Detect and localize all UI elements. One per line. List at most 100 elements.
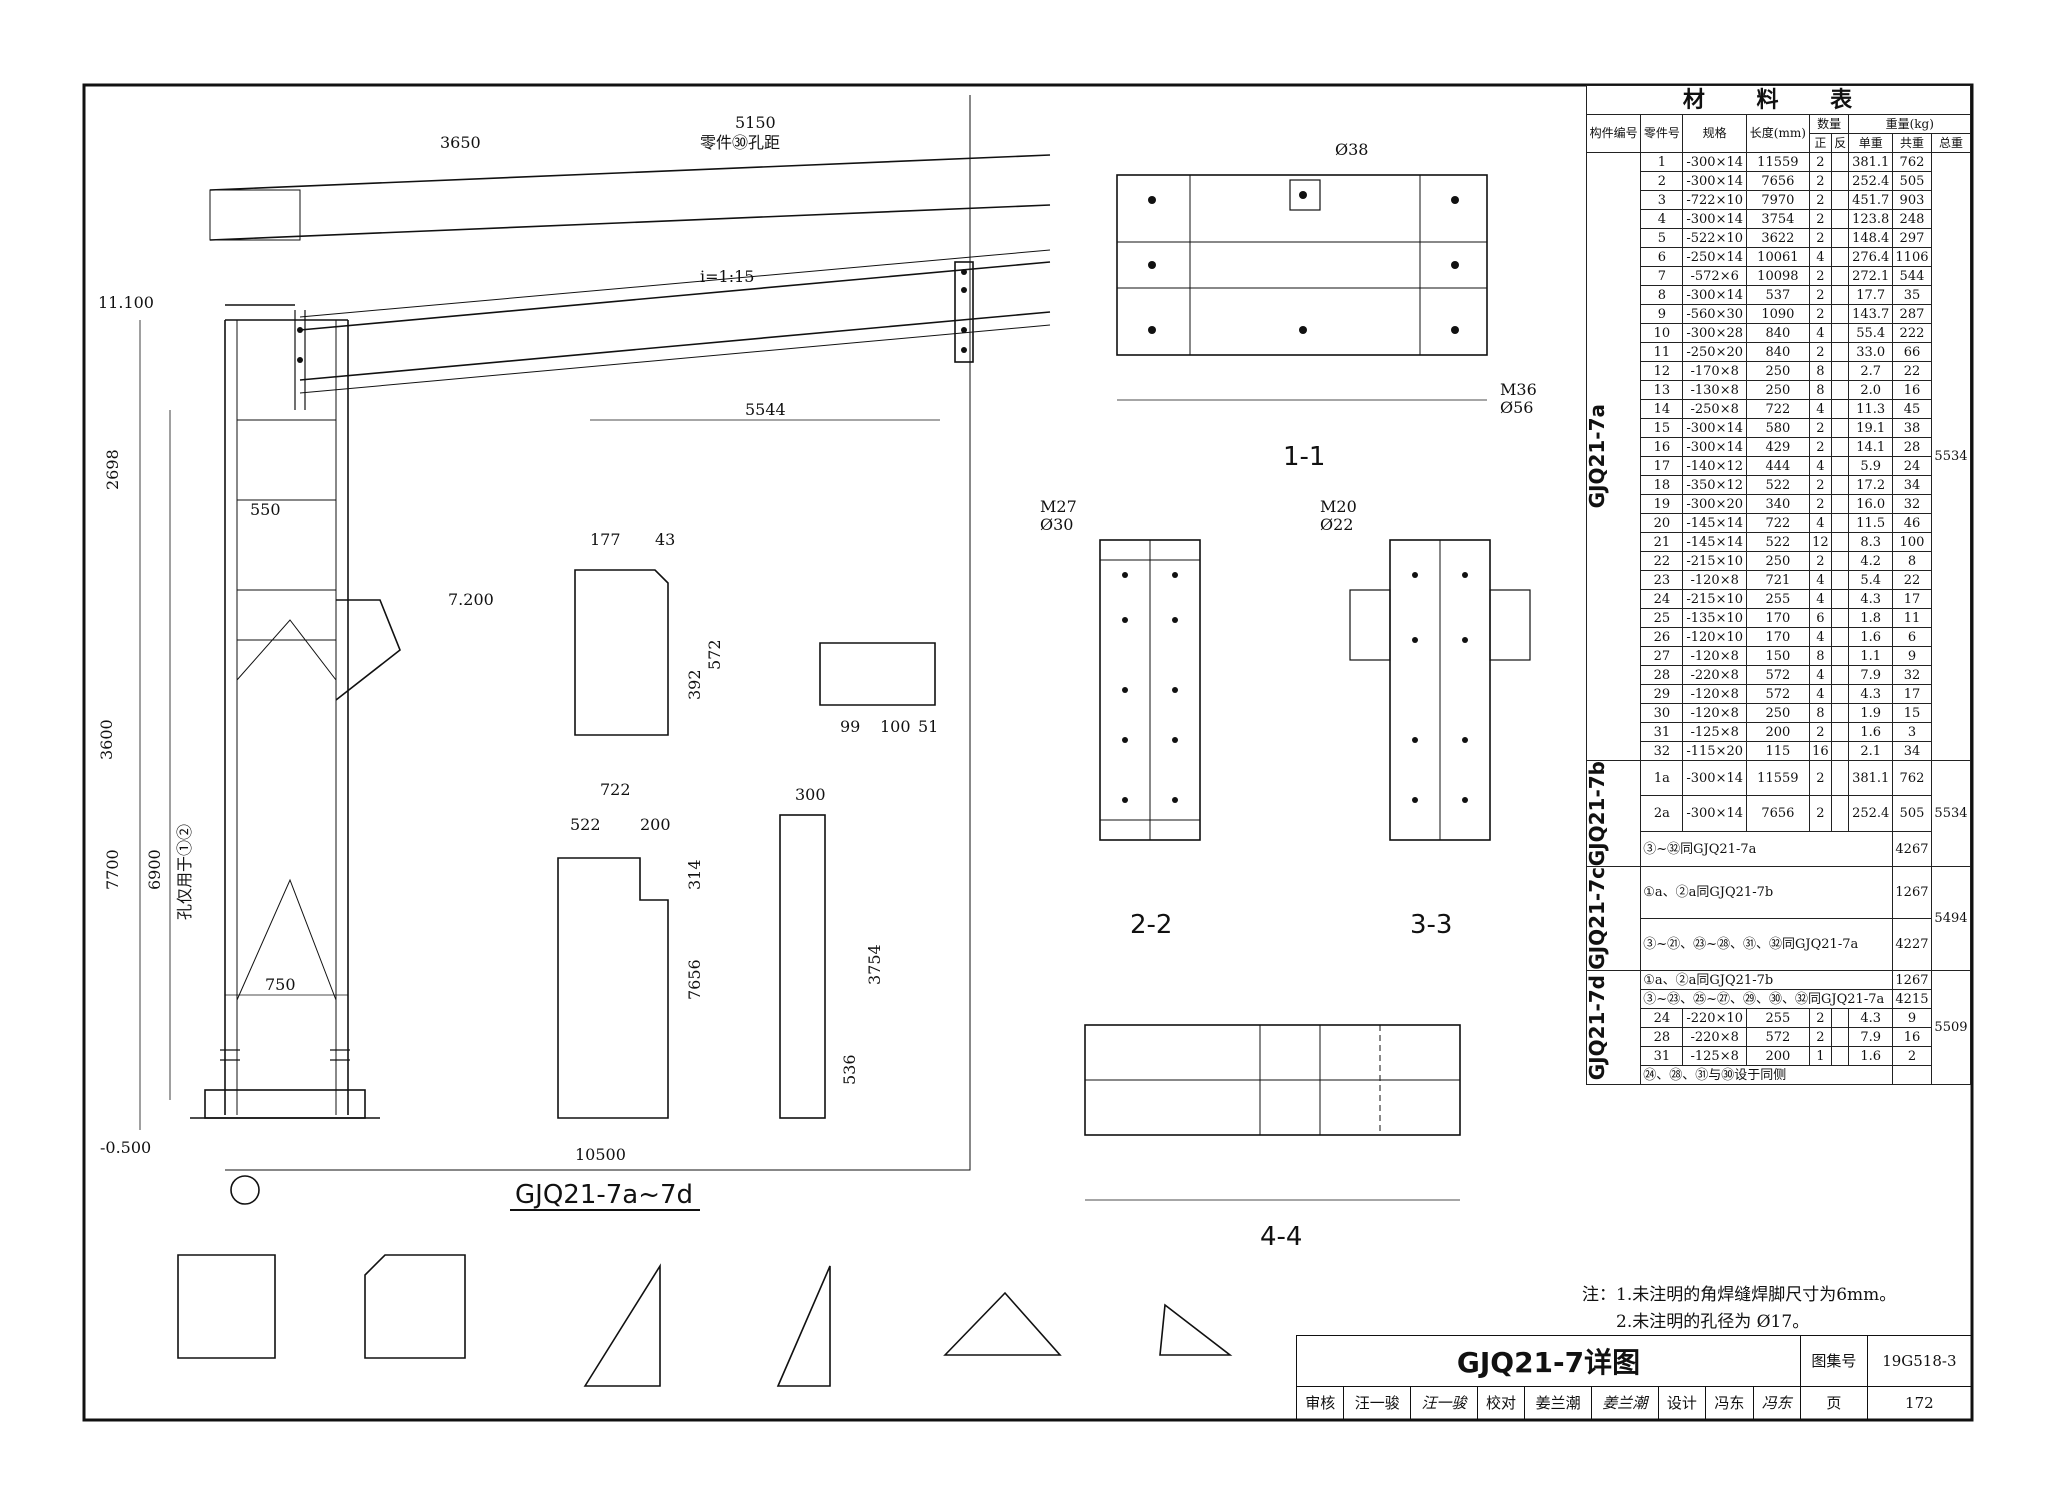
cell-qty-pos: 6 — [1808, 608, 1832, 628]
cell-spec: -125×8 — [1682, 1046, 1747, 1066]
cell-part-no: 7 — [1640, 266, 1684, 286]
cell-length: 3622 — [1745, 228, 1810, 248]
cell-length: 572 — [1745, 1027, 1810, 1047]
cell-total-weight: 8 — [1891, 551, 1932, 571]
table-note-weight: 4227 — [1891, 918, 1932, 971]
cell-spec: -560×30 — [1682, 304, 1747, 324]
section-3-3-drawing — [1349, 539, 1531, 841]
cell-spec: -350×12 — [1682, 475, 1747, 495]
cell-spec: -220×10 — [1682, 1008, 1747, 1028]
cell-part-no: 18 — [1640, 475, 1684, 495]
dim-6900: 6900 — [145, 849, 164, 890]
table-note-weight — [1891, 1065, 1932, 1085]
cell-spec: -215×10 — [1682, 589, 1747, 609]
sheet-border — [82, 83, 1974, 1422]
cell-length: 7970 — [1745, 190, 1810, 210]
bolt-m36: M36 — [1500, 380, 1537, 399]
cell-part-no: 24 — [1640, 1008, 1684, 1028]
bolt-m36-hole: Ø56 — [1500, 398, 1533, 417]
cell-spec: -250×14 — [1682, 247, 1747, 267]
cell-length: 444 — [1745, 456, 1810, 476]
header-sum-weight: 总重 — [1930, 133, 1972, 153]
header-qty-neg: 反 — [1830, 133, 1850, 153]
cell-spec: -120×8 — [1682, 570, 1747, 590]
cell-spec: -130×8 — [1682, 380, 1747, 400]
cell-total-weight: 9 — [1891, 1008, 1932, 1028]
cell-total-weight: 17 — [1891, 684, 1932, 704]
checker-signature: 姜兰潮 — [1590, 1385, 1659, 1421]
hole-note: 孔仅用于①② — [175, 824, 194, 920]
cell-unit-weight: 11.3 — [1848, 399, 1893, 419]
cell-spec: -250×20 — [1682, 342, 1747, 362]
cell-part-no: 2a — [1640, 795, 1684, 832]
cell-qty-neg — [1830, 380, 1850, 400]
cell-spec: -145×14 — [1682, 513, 1747, 533]
dim-7700: 7700 — [103, 849, 122, 890]
cell-spec: -300×14 — [1682, 418, 1747, 438]
cell-total-weight: 32 — [1891, 665, 1932, 685]
cell-part-no: 10 — [1640, 323, 1684, 343]
cell-total-weight: 22 — [1891, 570, 1932, 590]
cell-total-weight: 16 — [1891, 1027, 1932, 1047]
cell-spec: -722×10 — [1682, 190, 1747, 210]
member-group-total: 5494 — [1930, 866, 1972, 971]
table-note-text: ①a、②a同GJQ21-7b — [1640, 970, 1893, 990]
designer-name: 冯东 — [1705, 1385, 1754, 1421]
cell-spec: -140×12 — [1682, 456, 1747, 476]
cell-unit-weight: 1.1 — [1848, 646, 1893, 666]
plate3-width: 722 — [600, 780, 631, 799]
cell-total-weight: 505 — [1891, 795, 1932, 832]
cell-qty-neg — [1830, 589, 1850, 609]
cell-qty-pos: 2 — [1808, 475, 1832, 495]
dim-span: 10500 — [575, 1145, 626, 1164]
cell-unit-weight: 1.6 — [1848, 722, 1893, 742]
note-1: 注：1.未注明的角焊缝焊脚尺寸为6mm。 — [1582, 1285, 1897, 1305]
bolt-m27-hole: Ø30 — [1040, 515, 1073, 534]
cell-unit-weight: 1.9 — [1848, 703, 1893, 723]
cell-total-weight: 762 — [1891, 152, 1932, 172]
cell-length: 200 — [1745, 1046, 1810, 1066]
cell-unit-weight: 5.9 — [1848, 456, 1893, 476]
cell-unit-weight: 252.4 — [1848, 171, 1893, 191]
cell-length: 10061 — [1745, 247, 1810, 267]
plate3-c: 314 — [685, 859, 704, 890]
check-label: 校对 — [1476, 1385, 1526, 1421]
title-block: GJQ21-7详图 图集号 19G518-3 审核 汪一骏 汪一骏 校对 姜兰潮… — [1295, 1335, 1973, 1421]
cell-total-weight: 66 — [1891, 342, 1932, 362]
cell-length: 722 — [1745, 513, 1810, 533]
elevation-mid: 7.200 — [448, 590, 494, 609]
table-note-weight: 4267 — [1891, 830, 1932, 868]
cell-qty-pos: 1 — [1808, 1046, 1832, 1066]
cell-unit-weight: 7.9 — [1848, 665, 1893, 685]
cell-part-no: 28 — [1640, 665, 1684, 685]
cell-total-weight: 15 — [1891, 703, 1932, 723]
table-note-text: ㉔、㉘、㉛与㉚设于同侧 — [1640, 1065, 1893, 1085]
cell-unit-weight: 4.2 — [1848, 551, 1893, 571]
cell-total-weight: 505 — [1891, 171, 1932, 191]
cell-length: 340 — [1745, 494, 1810, 514]
cell-total-weight: 1106 — [1891, 247, 1932, 267]
cell-length: 250 — [1745, 380, 1810, 400]
cell-spec: -120×8 — [1682, 684, 1747, 704]
header-total-weight: 共重 — [1891, 133, 1932, 153]
member-group-name: GJQ21-7a — [1585, 152, 1642, 761]
bolt-m20: M20 — [1320, 497, 1357, 516]
cell-qty-neg — [1830, 209, 1850, 229]
cell-qty-neg — [1830, 304, 1850, 324]
main-view-title: GJQ21-7a~7d — [515, 1180, 693, 1210]
dim-550: 550 — [250, 500, 281, 519]
material-table-title: 材 料 表 — [1586, 85, 1971, 115]
cell-qty-neg — [1830, 722, 1850, 742]
cell-unit-weight: 272.1 — [1848, 266, 1893, 286]
cell-unit-weight: 1.6 — [1848, 627, 1893, 647]
cell-part-no: 2 — [1640, 171, 1684, 191]
